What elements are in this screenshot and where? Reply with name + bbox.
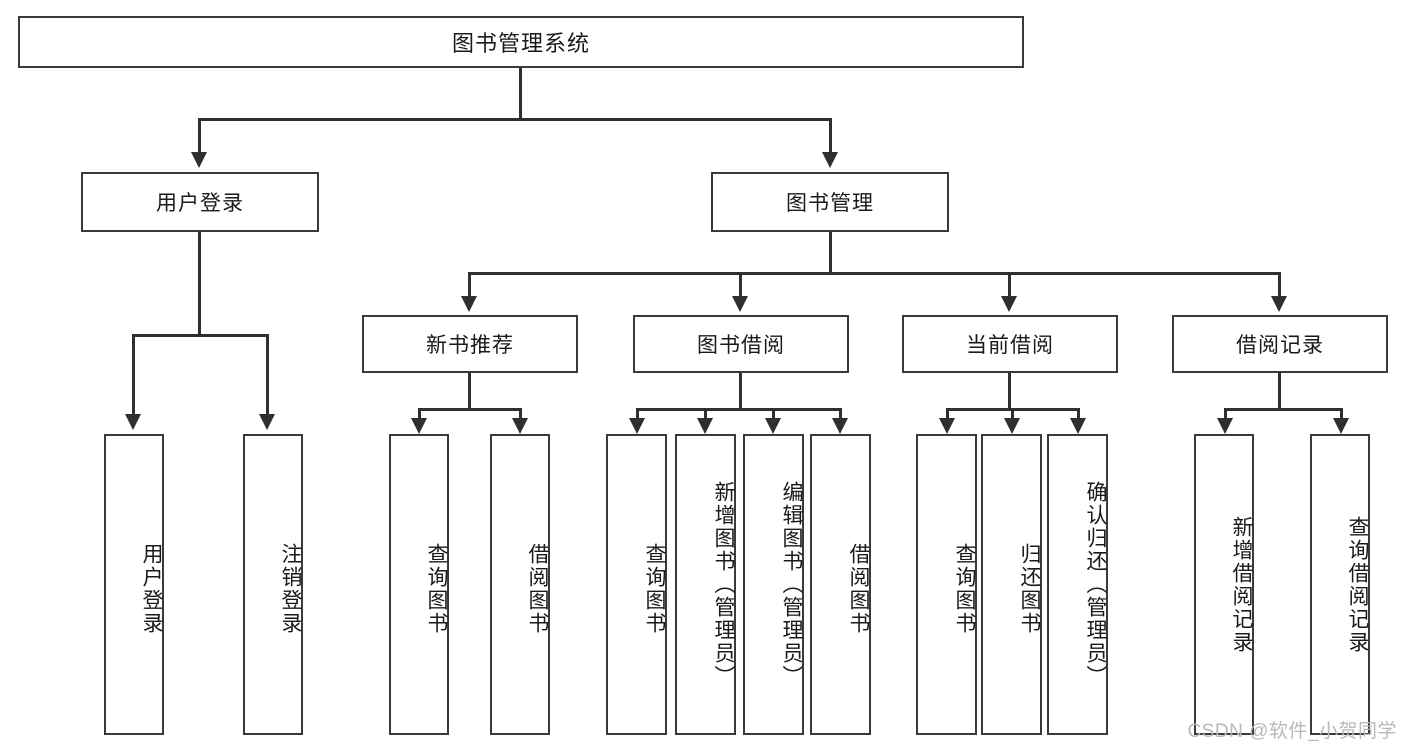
- connector-root-to-user-login: [198, 118, 201, 156]
- connector-bm-to-current-borrow: [1008, 272, 1011, 300]
- leaf-node-add-borrow-record[interactable]: 新增借阅记录: [1194, 434, 1254, 735]
- connector-nb-to-leaf-1: [418, 408, 421, 422]
- leaf-node-confirm-return-admin[interactable]: 确认归还（管理员）: [1047, 434, 1108, 735]
- connector-user-login-to-leaf-1: [132, 334, 135, 418]
- connector-book-borrow-bus: [636, 408, 841, 411]
- leaf-node-user-login[interactable]: 用户登录: [104, 434, 164, 735]
- connector-book-borrow-stem: [739, 373, 742, 411]
- leaf-node-borrow-book-recommend[interactable]: 借阅图书: [490, 434, 550, 735]
- connector-cb-to-leaf-3: [1077, 408, 1080, 422]
- connector-root-bus: [198, 118, 832, 121]
- connector-user-login-stem: [198, 232, 201, 336]
- node-root-library-management-system[interactable]: 图书管理系统: [18, 16, 1024, 68]
- arrowhead-leaf-query-record: [1333, 418, 1349, 434]
- arrowhead-leaf-edit-book: [765, 418, 781, 434]
- leaf-node-query-borrow-record[interactable]: 查询借阅记录: [1310, 434, 1370, 735]
- arrowhead-to-user-login: [191, 152, 207, 168]
- arrowhead-leaf-add-record: [1217, 418, 1233, 434]
- arrowhead-current-borrow: [1001, 296, 1017, 312]
- arrowhead-leaf-confirm-return: [1070, 418, 1086, 434]
- connector-book-management-stem: [829, 232, 832, 274]
- connector-bb-to-leaf-4: [839, 408, 842, 422]
- connector-bb-to-leaf-2: [704, 408, 707, 422]
- connector-nb-to-leaf-2: [519, 408, 522, 422]
- arrowhead-leaf-borrow-book-2: [832, 418, 848, 434]
- leaf-node-add-book-admin[interactable]: 新增图书（管理员）: [675, 434, 736, 735]
- connector-br-to-leaf-1: [1224, 408, 1227, 422]
- connector-new-book-stem: [468, 373, 471, 411]
- connector-br-to-leaf-2: [1340, 408, 1343, 422]
- connector-borrow-record-stem: [1278, 373, 1281, 411]
- node-current-borrow[interactable]: 当前借阅: [902, 315, 1118, 373]
- arrowhead-leaf-borrow-book-1: [512, 418, 528, 434]
- leaf-node-query-book-recommend[interactable]: 查询图书: [389, 434, 449, 735]
- connector-bm-to-borrow-record: [1278, 272, 1281, 300]
- arrowhead-borrow-record: [1271, 296, 1287, 312]
- connector-borrow-record-bus: [1224, 408, 1341, 411]
- connector-cb-to-leaf-2: [1011, 408, 1014, 422]
- leaf-node-return-book[interactable]: 归还图书: [981, 434, 1042, 735]
- arrowhead-leaf-return-book: [1004, 418, 1020, 434]
- connector-current-borrow-stem: [1008, 373, 1011, 411]
- arrowhead-new-book-recommend: [461, 296, 477, 312]
- arrowhead-leaf-logout-login: [259, 414, 275, 430]
- arrowhead-book-borrow: [732, 296, 748, 312]
- connector-bm-to-new-book: [468, 272, 471, 300]
- leaf-node-query-book-current[interactable]: 查询图书: [916, 434, 977, 735]
- node-new-book-recommend[interactable]: 新书推荐: [362, 315, 578, 373]
- connector-new-book-bus: [418, 408, 520, 411]
- arrowhead-leaf-user-login: [125, 414, 141, 430]
- connector-book-management-bus: [468, 272, 1278, 275]
- connector-root-to-book-management: [829, 118, 832, 156]
- connector-bm-to-book-borrow: [739, 272, 742, 300]
- arrowhead-to-book-management: [822, 152, 838, 168]
- arrowhead-leaf-query-book-2: [629, 418, 645, 434]
- connector-user-login-to-leaf-2: [266, 334, 269, 418]
- csdn-watermark: CSDN @软件_小贺同学: [1187, 721, 1397, 742]
- leaf-node-logout-login[interactable]: 注销登录: [243, 434, 303, 735]
- arrowhead-leaf-add-book: [697, 418, 713, 434]
- leaf-node-edit-book-admin[interactable]: 编辑图书（管理员）: [743, 434, 804, 735]
- node-user-login[interactable]: 用户登录: [81, 172, 319, 232]
- connector-cb-to-leaf-1: [946, 408, 949, 422]
- node-book-borrow[interactable]: 图书借阅: [633, 315, 849, 373]
- node-borrow-record[interactable]: 借阅记录: [1172, 315, 1388, 373]
- leaf-node-query-book-borrow[interactable]: 查询图书: [606, 434, 667, 735]
- connector-bb-to-leaf-1: [636, 408, 639, 422]
- node-book-management[interactable]: 图书管理: [711, 172, 949, 232]
- connector-root-stem: [519, 68, 522, 120]
- connector-user-login-bus: [132, 334, 266, 337]
- arrowhead-leaf-query-book-1: [411, 418, 427, 434]
- arrowhead-leaf-query-book-3: [939, 418, 955, 434]
- leaf-node-borrow-book[interactable]: 借阅图书: [810, 434, 871, 735]
- connector-bb-to-leaf-3: [772, 408, 775, 422]
